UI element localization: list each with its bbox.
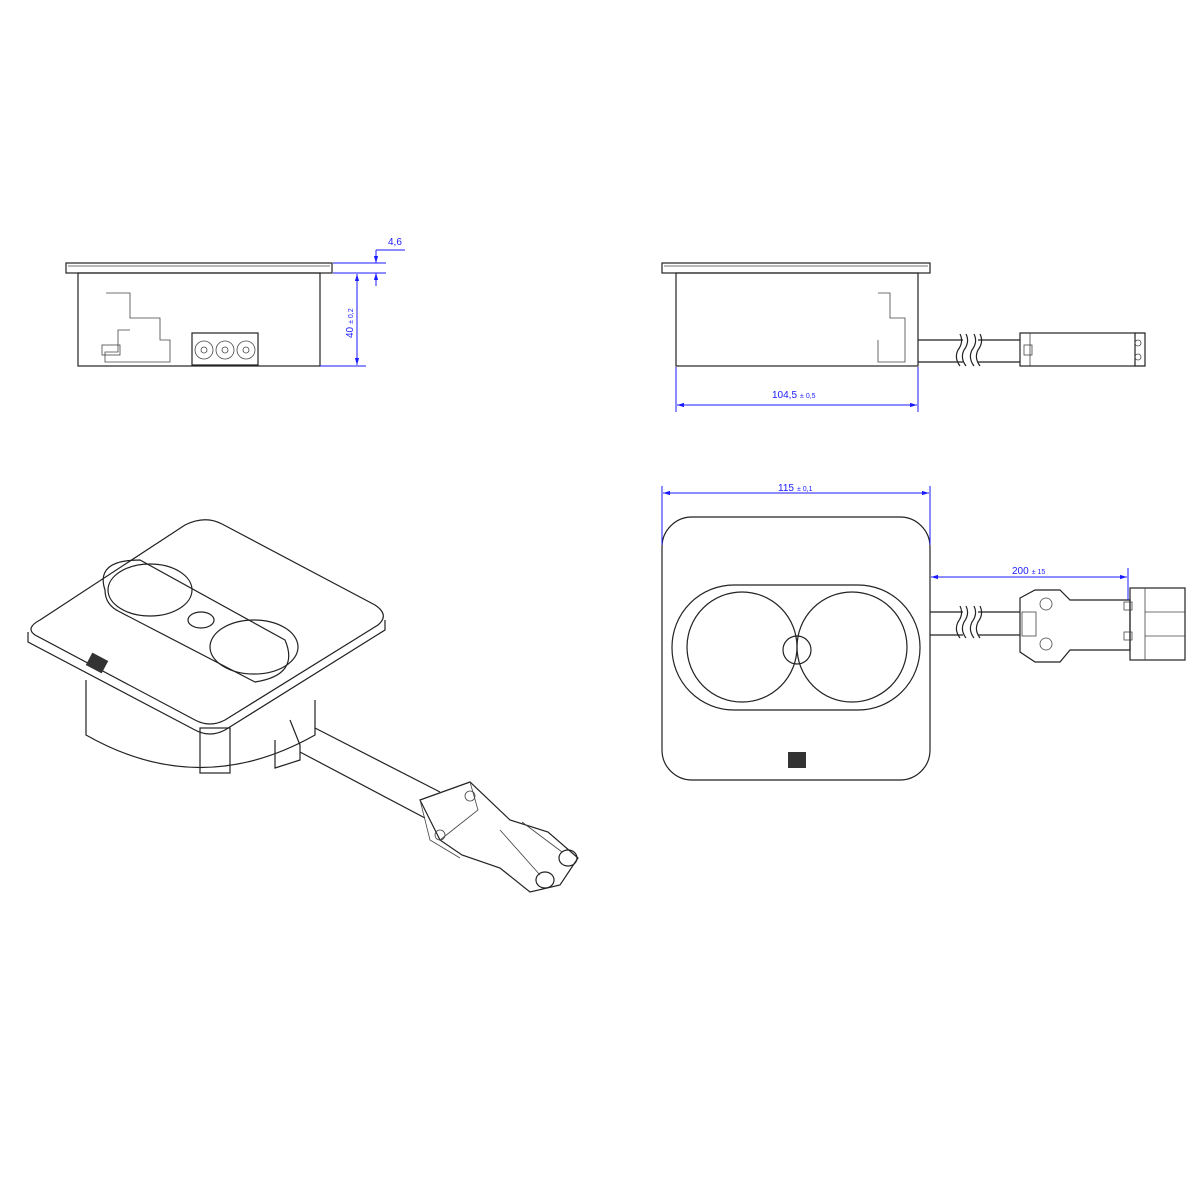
- dim-115-label: 115± 0,1: [778, 483, 813, 494]
- socket-left: [686, 591, 798, 703]
- cover-plate: [65, 262, 333, 274]
- cable-top: [930, 605, 1020, 639]
- dim-104-5-label: 104,5± 0,5: [772, 390, 816, 401]
- dimension-plate-thickness: 4,6: [333, 237, 405, 286]
- connector-socket: [191, 332, 259, 366]
- isometric-view: [27, 519, 579, 893]
- clip-iso: [199, 727, 231, 774]
- dimension-body-width: 104,5± 0,5: [675, 367, 919, 412]
- side-view-right: [661, 262, 1146, 367]
- plug-connector-top: [1019, 587, 1186, 663]
- indicator-light: [782, 635, 812, 665]
- brand-logo-iso: [85, 652, 109, 674]
- dimension-cable-length: 200± 15: [931, 566, 1129, 600]
- socket-right: [796, 591, 908, 703]
- cover-plate-iso: [30, 519, 384, 725]
- dim-40-label: 40± 0,2: [345, 308, 356, 338]
- plug-connector-iso: [419, 781, 579, 893]
- cover-plate-top: [661, 516, 931, 781]
- top-view: [661, 516, 1186, 781]
- cable: [918, 333, 1020, 367]
- socket-recess: [671, 584, 921, 711]
- dim-4-6-label: 4,6: [388, 237, 402, 248]
- dimension-plate-width: 115± 0,1: [661, 483, 931, 545]
- housing-body: [77, 272, 321, 367]
- brand-logo: [788, 752, 806, 768]
- socket-recess-iso: [102, 559, 290, 683]
- dim-200-label: 200± 15: [1012, 566, 1045, 577]
- mounting-clip: [104, 292, 171, 363]
- side-view-left: [65, 262, 333, 367]
- dimension-body-height: 40± 0,2: [320, 274, 366, 367]
- plug-connector-side: [1019, 332, 1146, 367]
- cable-iso: [299, 727, 441, 819]
